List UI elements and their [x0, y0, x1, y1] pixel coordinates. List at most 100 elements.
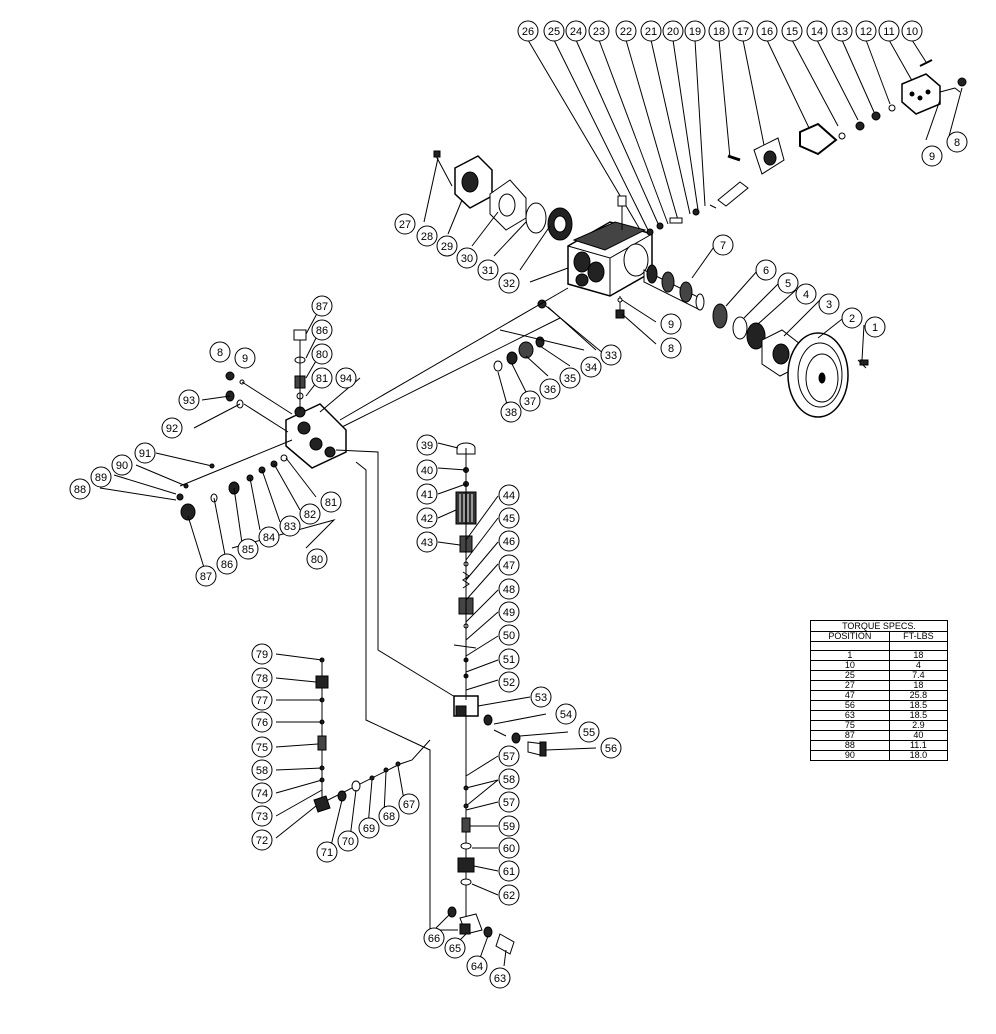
svg-text:94: 94	[340, 373, 352, 385]
svg-text:14: 14	[811, 26, 823, 38]
svg-text:40: 40	[421, 465, 433, 477]
callout-9b: 9	[660, 313, 682, 335]
svg-text:38: 38	[505, 407, 517, 419]
callout-67: 67	[398, 793, 420, 815]
callout-91: 91	[134, 442, 156, 464]
callout-27: 27	[394, 213, 416, 235]
callout-50: 50	[498, 624, 520, 646]
callout-60: 60	[498, 837, 520, 859]
callout-40: 40	[416, 459, 438, 481]
callout-63: 63	[489, 967, 511, 989]
callout-32: 32	[498, 272, 520, 294]
callout-39: 39	[416, 434, 438, 456]
callout-14: 14	[806, 20, 828, 42]
svg-text:44: 44	[503, 490, 515, 502]
svg-text:58: 58	[503, 774, 515, 786]
svg-text:54: 54	[560, 709, 572, 721]
callout-1: 1	[864, 316, 886, 338]
callout-71: 71	[316, 841, 338, 863]
svg-text:58: 58	[256, 765, 268, 777]
svg-text:57: 57	[503, 797, 515, 809]
callout-5: 5	[777, 272, 799, 294]
svg-text:45: 45	[503, 513, 515, 525]
callout-9: 9	[921, 145, 943, 167]
svg-text:36: 36	[544, 384, 556, 396]
callout-34: 34	[580, 356, 602, 378]
callout-83: 83	[279, 515, 301, 537]
callout-78: 78	[251, 667, 273, 689]
callout-45: 45	[498, 507, 520, 529]
callout-17: 17	[732, 20, 754, 42]
callout-82: 82	[299, 503, 321, 525]
svg-text:84: 84	[263, 532, 275, 544]
svg-text:16: 16	[761, 26, 773, 38]
callout-52: 52	[498, 671, 520, 693]
callout-94: 94	[335, 367, 357, 389]
callout-23: 23	[588, 20, 610, 42]
callout-77: 77	[251, 689, 273, 711]
callout-57b: 57	[498, 791, 520, 813]
svg-text:9: 9	[242, 353, 248, 365]
svg-text:32: 32	[503, 278, 515, 290]
callout-43: 43	[416, 531, 438, 553]
callout-36: 36	[539, 378, 561, 400]
callout-30: 30	[456, 247, 478, 269]
svg-text:62: 62	[503, 890, 515, 902]
callout-20: 20	[662, 20, 684, 42]
svg-text:41: 41	[421, 489, 433, 501]
callout-62: 62	[498, 884, 520, 906]
callout-74: 74	[251, 782, 273, 804]
svg-text:23: 23	[593, 26, 605, 38]
callout-25: 25	[543, 20, 565, 42]
callout-21: 21	[640, 20, 662, 42]
callout-85: 85	[237, 538, 259, 560]
callout-87a: 87	[311, 295, 333, 317]
svg-text:26: 26	[522, 26, 534, 38]
svg-text:57: 57	[503, 751, 515, 763]
svg-text:50: 50	[503, 630, 515, 642]
svg-text:76: 76	[256, 717, 268, 729]
svg-text:72: 72	[256, 835, 268, 847]
svg-text:12: 12	[860, 26, 872, 38]
svg-text:43: 43	[421, 537, 433, 549]
crankshaft	[643, 264, 705, 311]
callout-18: 18	[708, 20, 730, 42]
callout-4: 4	[795, 283, 817, 305]
callout-13: 13	[831, 20, 853, 42]
callout-70: 70	[337, 830, 359, 852]
callout-59: 59	[498, 815, 520, 837]
svg-text:93: 93	[183, 395, 195, 407]
svg-text:48: 48	[503, 584, 515, 596]
callout-73: 73	[251, 805, 273, 827]
callout-38: 38	[500, 401, 522, 423]
callout-6: 6	[755, 259, 777, 281]
callout-58a: 58	[498, 768, 520, 790]
svg-text:81: 81	[325, 497, 337, 509]
svg-text:39: 39	[421, 440, 433, 452]
callout-57a: 57	[498, 745, 520, 767]
svg-text:7: 7	[720, 240, 726, 252]
callout-92: 92	[161, 417, 183, 439]
callout-90: 90	[111, 454, 133, 476]
svg-text:9: 9	[668, 319, 674, 331]
callout-89: 89	[90, 466, 112, 488]
callout-93: 93	[178, 389, 200, 411]
svg-text:66: 66	[428, 933, 440, 945]
svg-text:37: 37	[524, 396, 536, 408]
callout-24: 24	[565, 20, 587, 42]
callout-35: 35	[559, 367, 581, 389]
callout-66: 66	[423, 927, 445, 949]
callout-15: 15	[781, 20, 803, 42]
svg-text:80: 80	[316, 349, 328, 361]
torque-table-title: TORQUE SPECS.	[810, 620, 948, 632]
svg-text:24: 24	[570, 26, 582, 38]
svg-text:21: 21	[645, 26, 657, 38]
svg-text:78: 78	[256, 673, 268, 685]
svg-text:85: 85	[242, 544, 254, 556]
